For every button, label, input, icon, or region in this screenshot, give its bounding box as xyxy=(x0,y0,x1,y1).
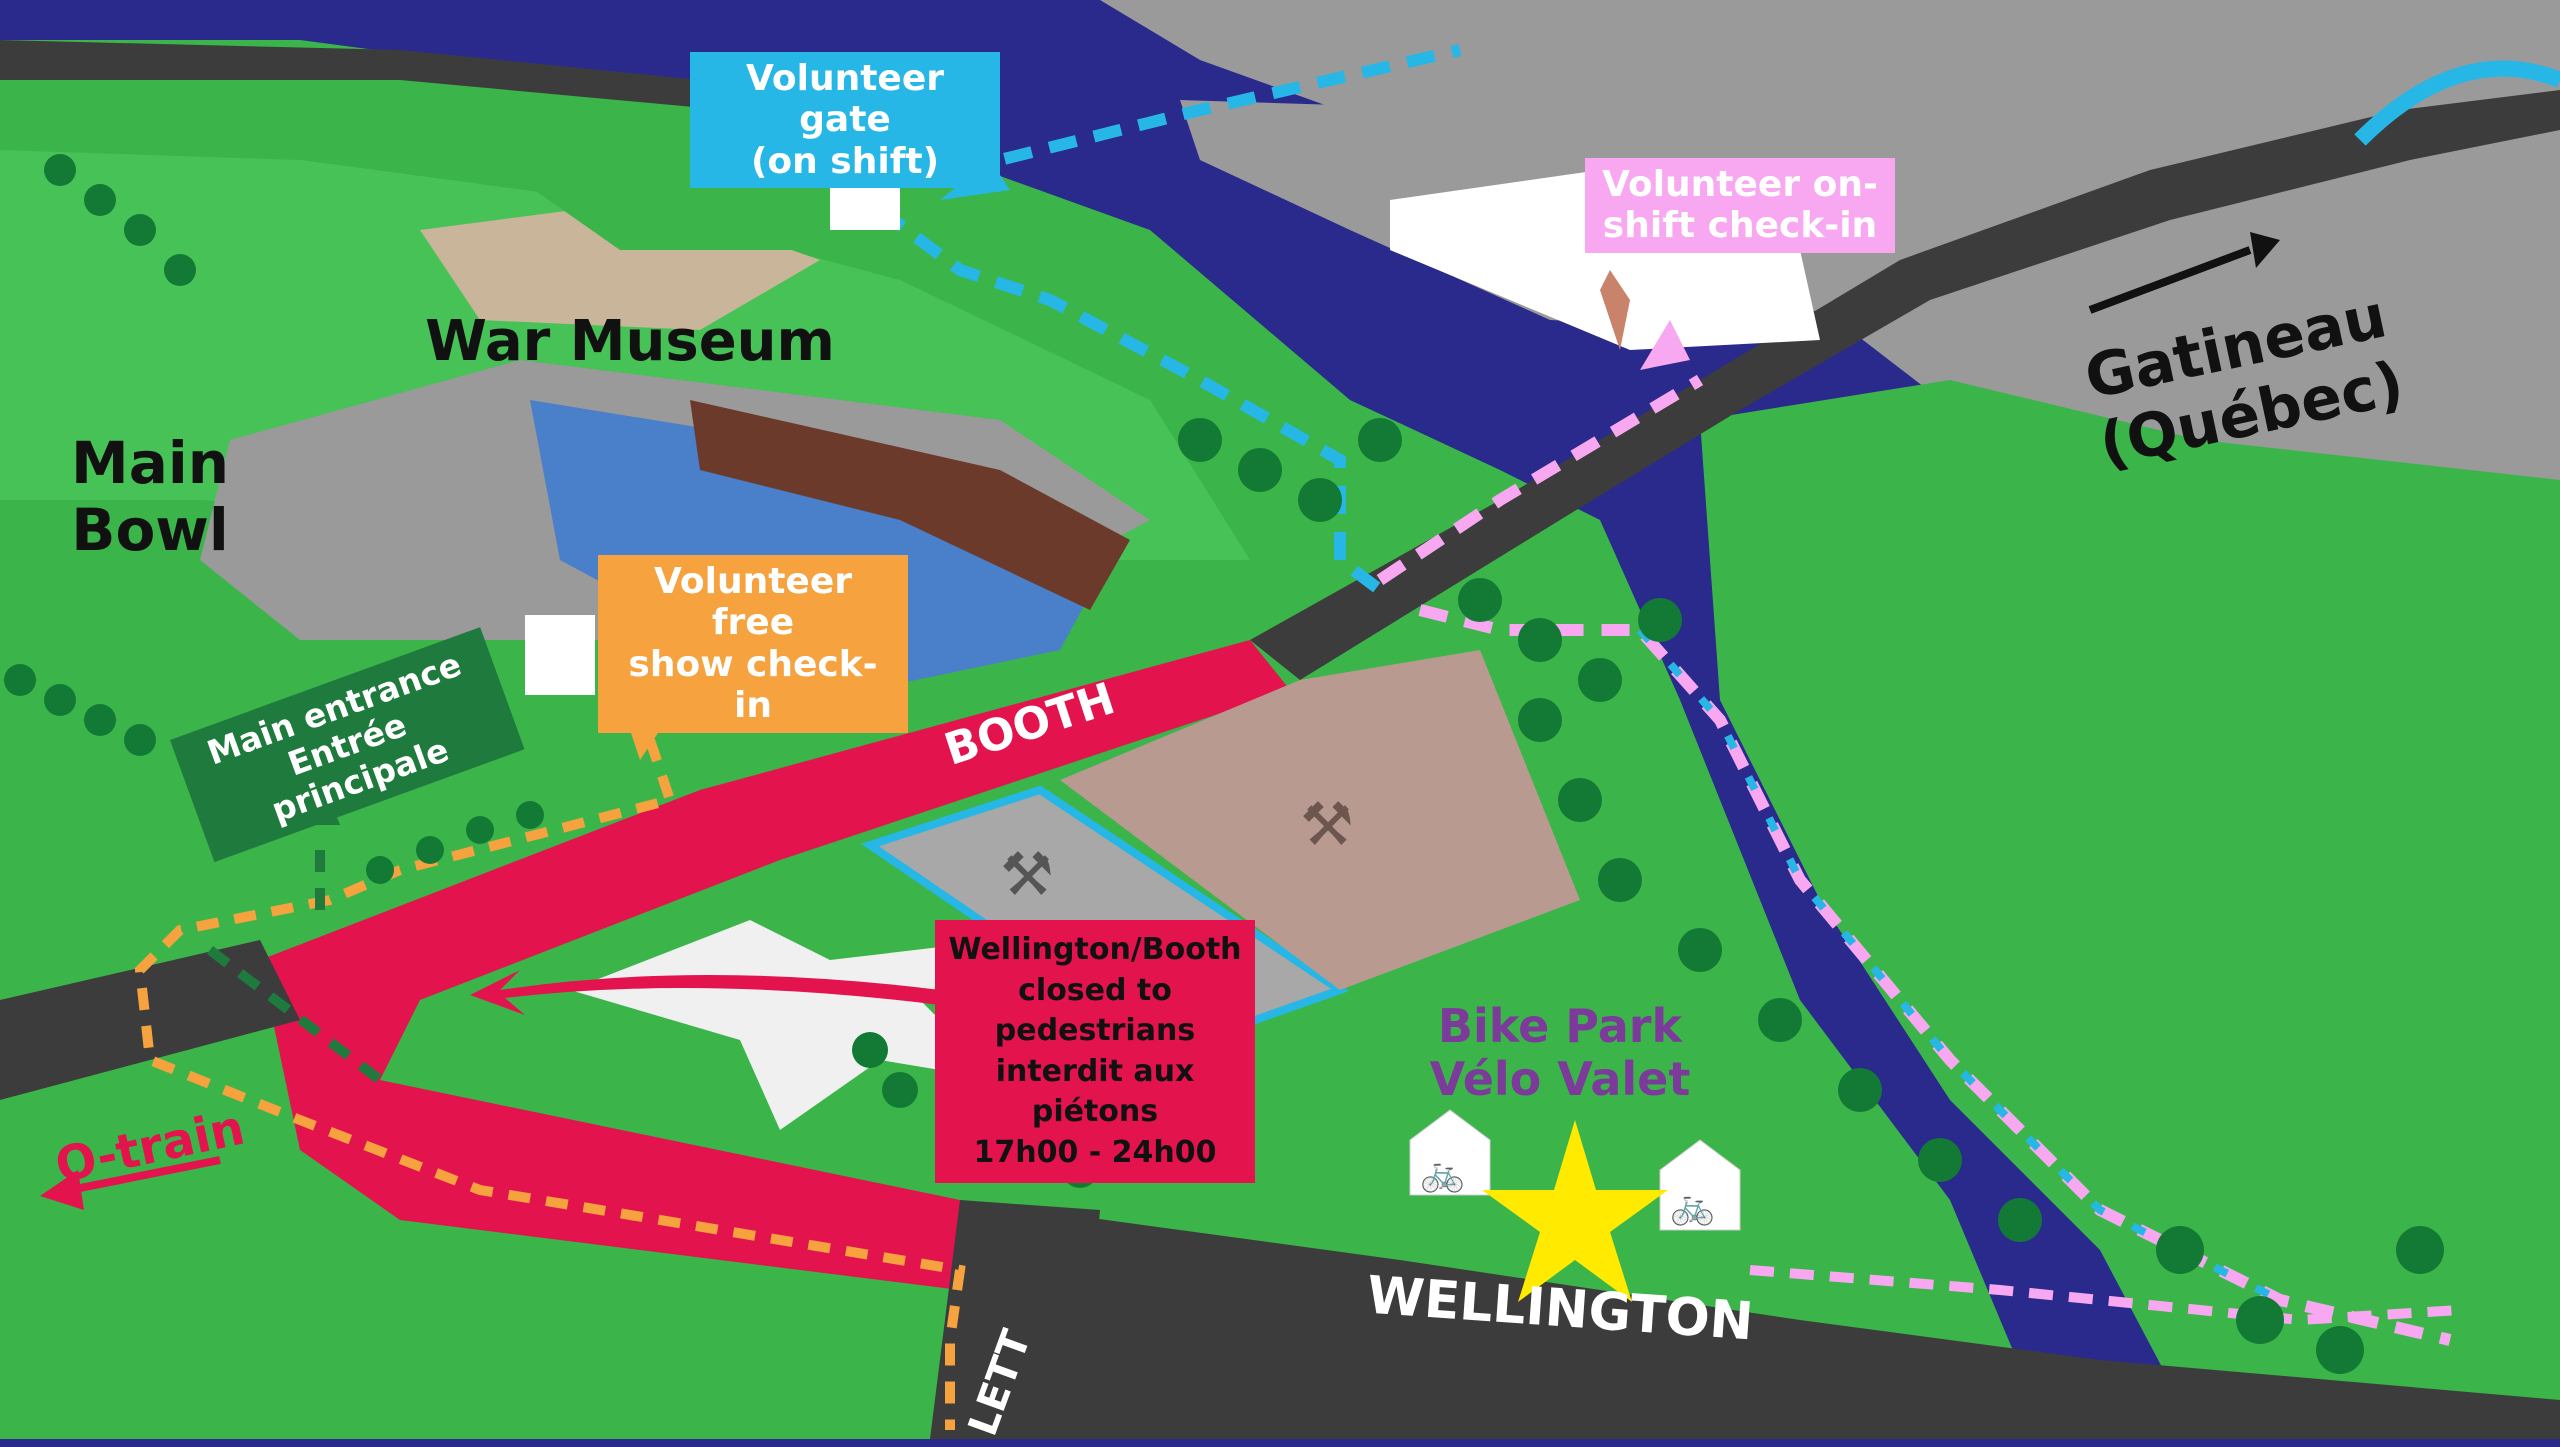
upper-road xyxy=(0,40,1000,150)
island-building-side xyxy=(1600,270,1630,350)
gatineau-arrow-icon xyxy=(2088,246,2252,314)
star-icon xyxy=(1482,1120,1668,1302)
gatineau-arrowhead-icon xyxy=(2250,232,2280,268)
bike-tent-left xyxy=(1409,1109,1491,1196)
bridge-arch xyxy=(2354,60,2560,146)
main-bowl-label: Main Bowl xyxy=(70,429,230,564)
hammer-wrench-icon: ⚒ xyxy=(1000,840,1054,910)
war-museum-label: War Museum xyxy=(425,309,835,374)
closure-arrow-icon xyxy=(470,970,940,1015)
booth-closed-road xyxy=(260,640,1290,1290)
wellington-road xyxy=(960,1200,2560,1439)
checkin-arrow-icon xyxy=(1640,320,1690,370)
volunteer-gate-route xyxy=(876,205,1384,595)
volunteer-checkin-route-overlay xyxy=(1637,627,2282,1304)
hammer-wrench-icon: ⚒ xyxy=(1300,790,1354,860)
volunteer-gate-route-north xyxy=(958,44,1462,176)
booth-road-north xyxy=(1250,90,2560,680)
otrain-arrow-icon xyxy=(69,1156,221,1194)
volunteer-onshift-checkin-label: Volunteer on- shift check-in xyxy=(1585,158,1895,253)
war-museum-roof xyxy=(690,400,1130,610)
bike-tent-right xyxy=(1659,1139,1741,1231)
closure-notice-label: Wellington/Booth closed to pedestrians i… xyxy=(935,920,1255,1183)
parking-lot-brown xyxy=(1060,650,1580,990)
volunteer-gate-label: Volunteer gate (on shift) xyxy=(690,52,1000,189)
bike-park-label: Bike Park Vélo Valet xyxy=(1429,999,1691,1106)
free-show-route xyxy=(134,738,966,1430)
volunteer-checkin-route xyxy=(1376,374,2452,1346)
tree-row xyxy=(4,154,2444,1374)
west-road xyxy=(0,940,300,1100)
bicycle-icon: 🚲 xyxy=(1420,1153,1465,1194)
lett-road xyxy=(930,1200,1100,1439)
right-green-land xyxy=(1700,380,2560,1439)
war-museum-building xyxy=(530,400,1120,700)
checkin-booth xyxy=(525,615,595,695)
main-entrance-route xyxy=(206,850,384,1084)
volunteer-free-show-checkin-label: Volunteer free show check-in xyxy=(598,555,908,733)
otrain-arrowhead-icon xyxy=(40,1170,84,1210)
tribute-structure xyxy=(570,920,1000,1130)
bicycle-icon: 🚲 xyxy=(1670,1186,1715,1227)
wellington-south-route xyxy=(1749,1265,2461,1326)
